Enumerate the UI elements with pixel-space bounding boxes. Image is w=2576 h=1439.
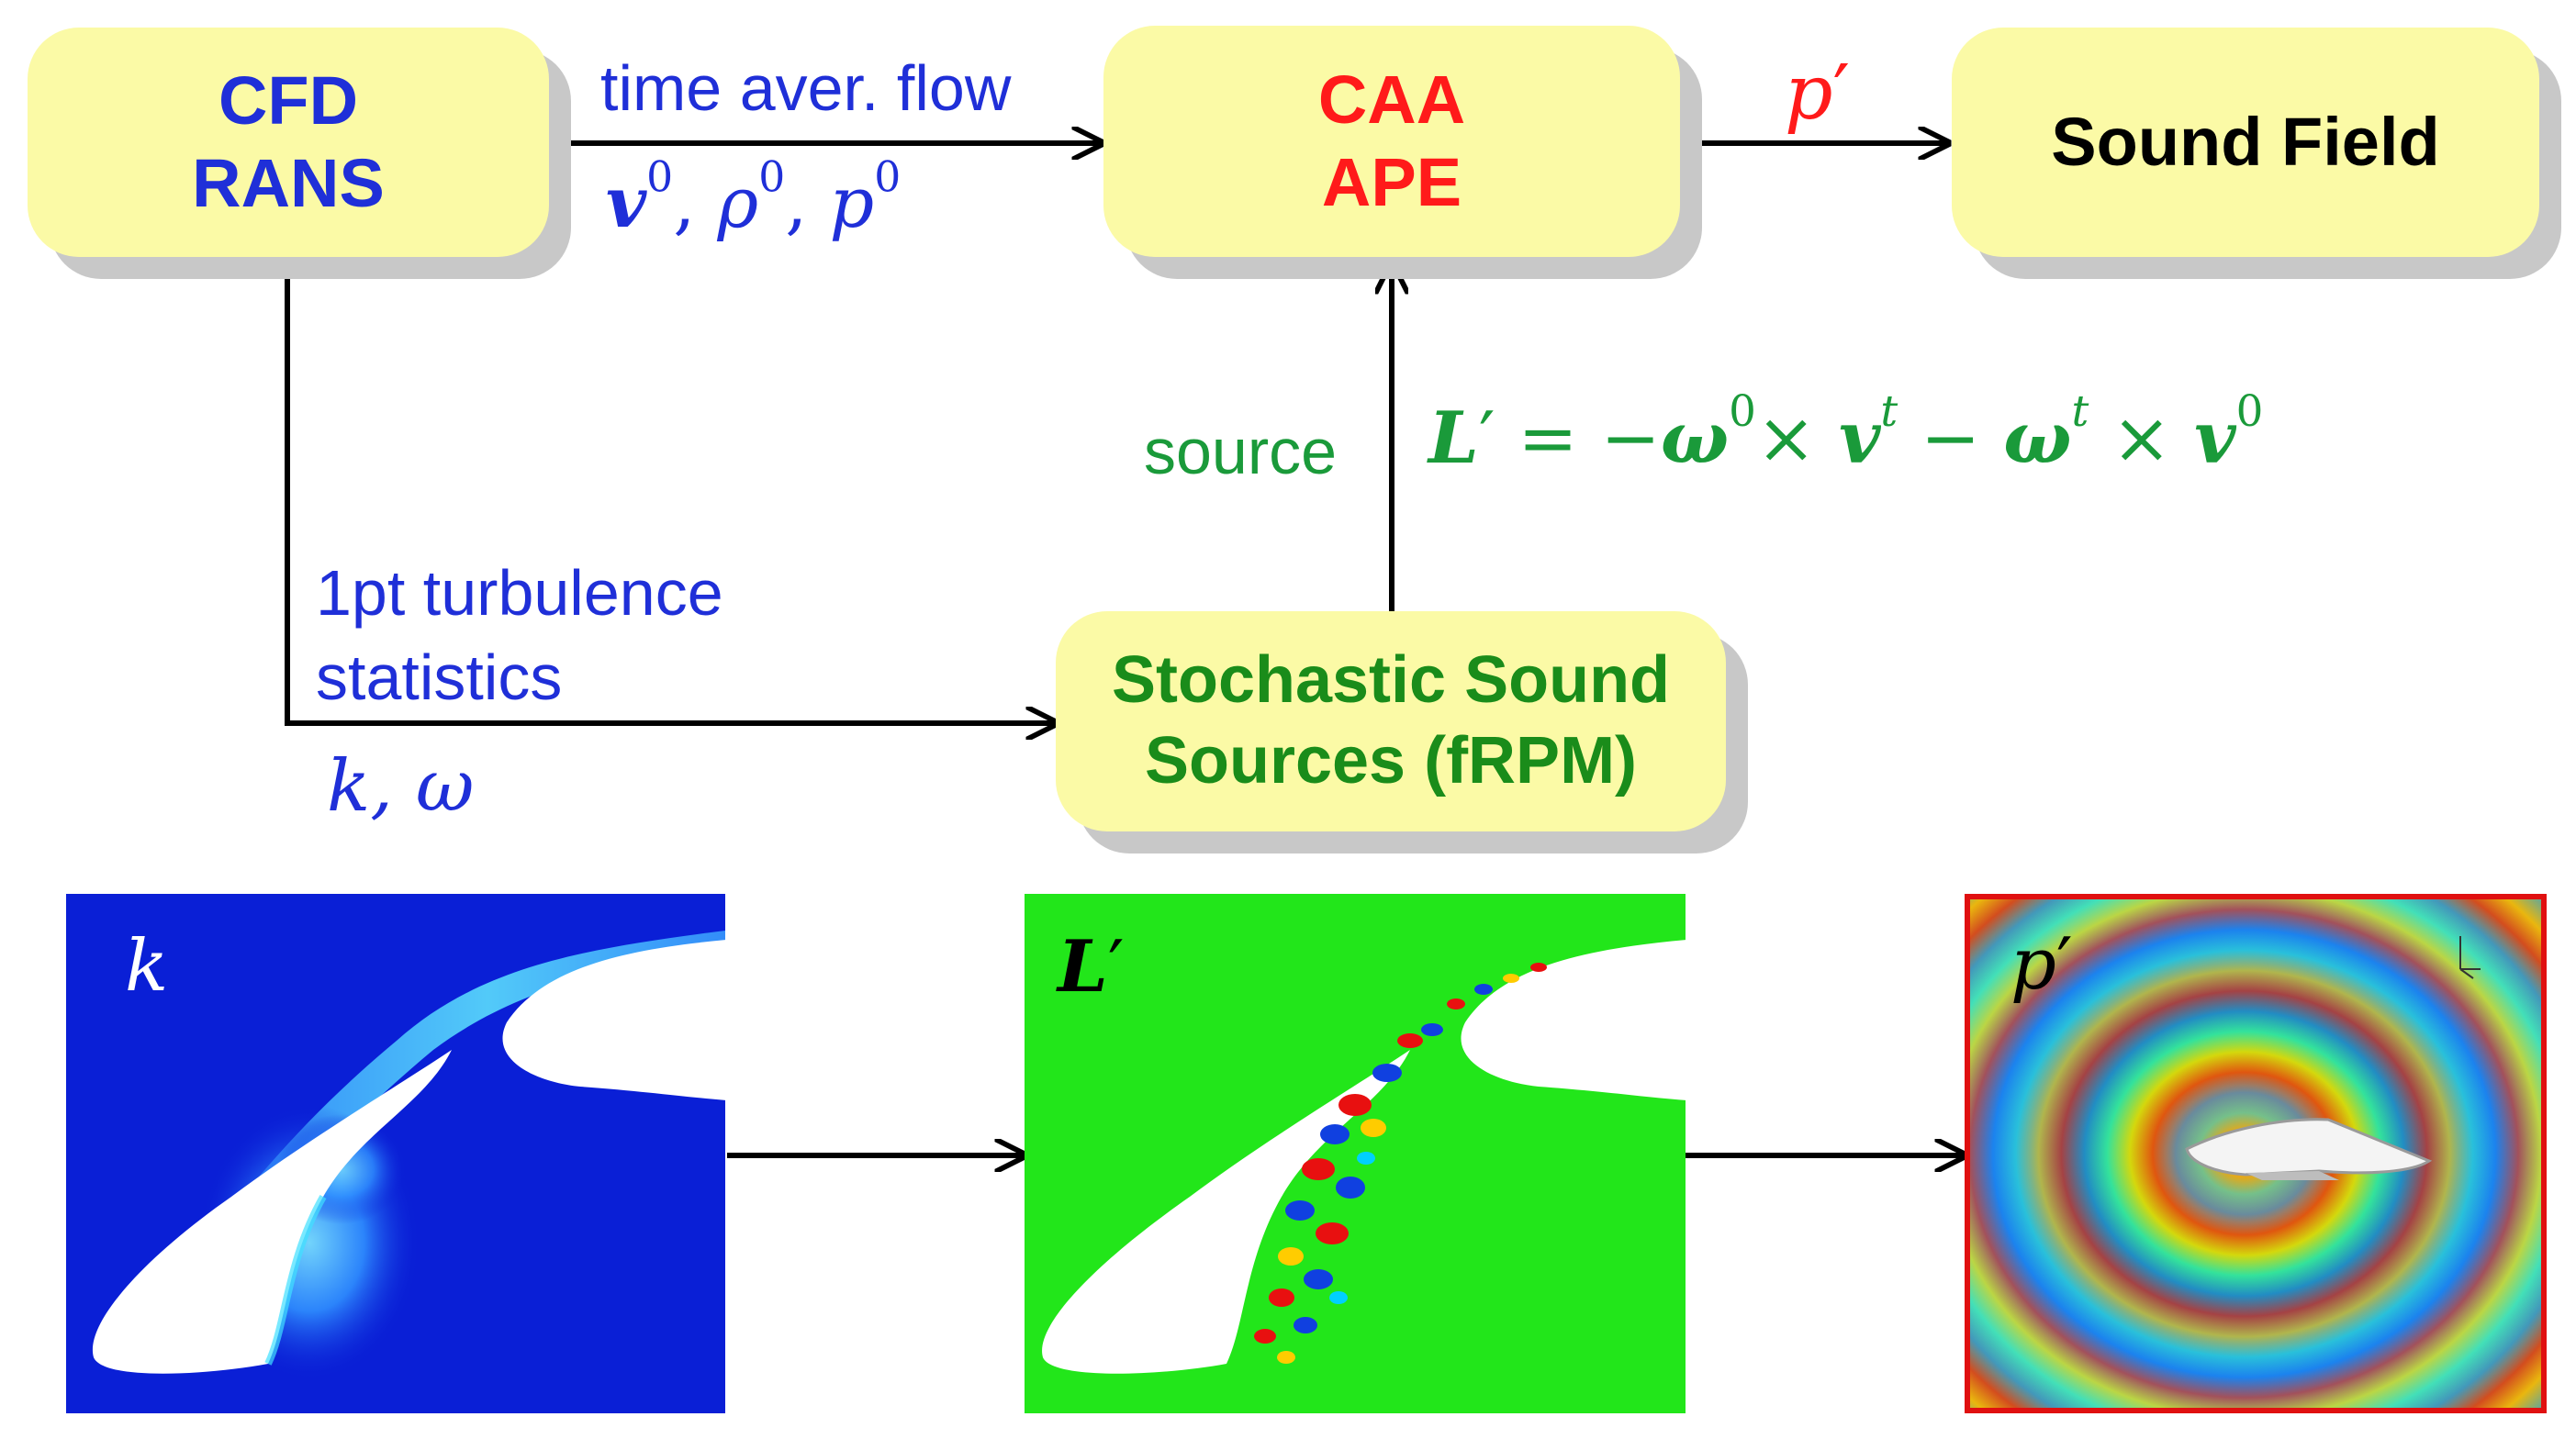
turbulence-line1: 1pt turbulence <box>316 557 723 629</box>
arrow-cfd-to-fprm <box>285 261 1056 723</box>
mean-v-symbol: v <box>606 162 647 243</box>
caa-ape-box: CAA APE <box>1103 26 1680 257</box>
stochastic-line1: Stochastic Sound <box>1111 643 1671 718</box>
panel-p-pressure: p′ <box>1965 894 2547 1413</box>
sound-field-box: Sound Field <box>1952 28 2539 257</box>
p-pressure-plot <box>1970 899 2541 1408</box>
panel-k-field: k <box>66 894 725 1413</box>
ape-label: APE <box>1321 144 1462 220</box>
fluctuation-blobs <box>1254 963 1547 1364</box>
stochastic-sources-box: Stochastic Sound Sources (fRPM) <box>1056 611 1726 831</box>
time-aver-flow-label: time aver. flow <box>600 52 1012 124</box>
panel-l-source: L′ <box>1025 894 1686 1413</box>
k-panel-symbol: k <box>125 925 169 1008</box>
rans-label: RANS <box>192 145 385 221</box>
k-field-plot <box>92 931 725 1380</box>
mean-p-symbol: p <box>829 162 875 243</box>
axis-triad-icon <box>2459 936 2481 979</box>
mean-rho-symbol: ρ <box>717 162 759 243</box>
l-source-plot <box>1042 940 1686 1374</box>
p-panel-symbol: p′ <box>2010 923 2073 1006</box>
source-word-label: source <box>1144 416 1338 487</box>
caa-label: CAA <box>1317 61 1466 138</box>
stochastic-line2: Sources (fRPM) <box>1144 724 1638 798</box>
mean-variables-label: v0, ρ0, p0 <box>606 152 902 243</box>
cfd-label: CFD <box>218 61 359 139</box>
cfd-rans-box: CFD RANS <box>28 28 549 257</box>
l-panel-symbol: L′ <box>1058 925 1125 1009</box>
sound-field-label: Sound Field <box>2051 103 2440 180</box>
turbulence-line2: statistics <box>316 641 563 713</box>
source-equation: L′ = −ω0× vt − ωt × v0 <box>1428 387 2264 480</box>
k-omega-label: k, ω <box>327 745 475 828</box>
pressure-fluctuation-label: p′ <box>1785 50 1851 137</box>
